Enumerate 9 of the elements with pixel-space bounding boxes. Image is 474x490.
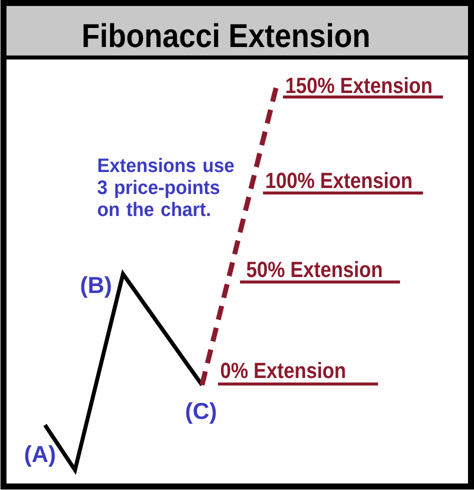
title-bar: Fibonacci Extension [6, 6, 468, 60]
level-label: 150% Extension [286, 77, 432, 94]
point-label: (B) [81, 276, 111, 298]
level-label: 0% Extension [220, 362, 345, 378]
level-label: 50% Extension [246, 261, 382, 278]
point-label: (C) [186, 402, 216, 424]
note-text: Extensions use 3 price-points on the chart. [98, 158, 234, 216]
point-label: (A) [25, 445, 55, 467]
level-label: 100% Extension [266, 172, 412, 188]
